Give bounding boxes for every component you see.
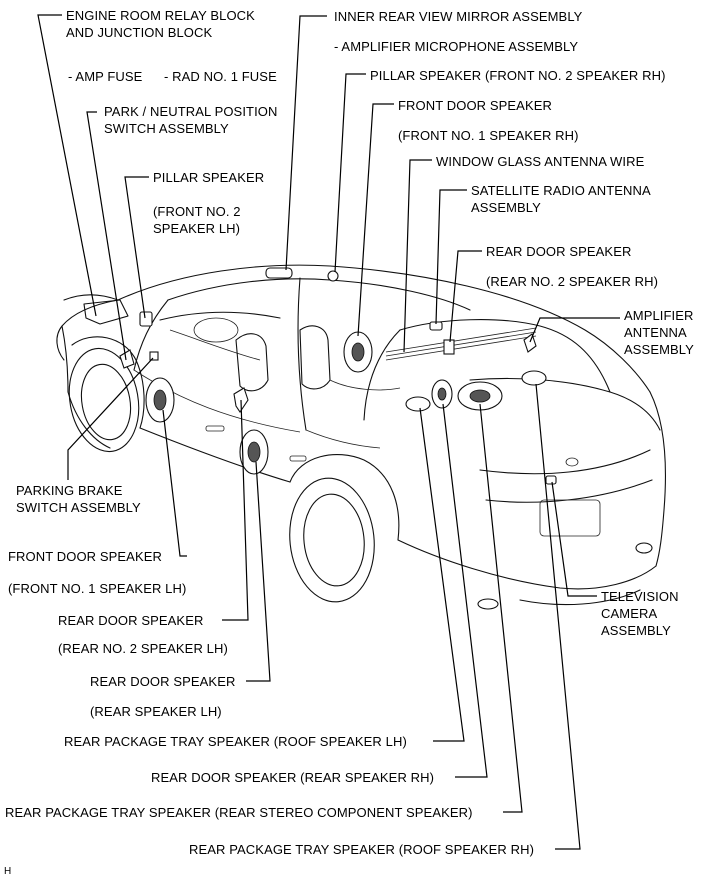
label-tray-stereo-speaker: REAR PACKAGE TRAY SPEAKER (REAR STEREO C… [5, 805, 473, 820]
label-park-neutral-switch: PARK / NEUTRAL POSITION SWITCH ASSEMBLY [104, 104, 278, 136]
label-inner-mirror: INNER REAR VIEW MIRROR ASSEMBLY [334, 9, 583, 24]
label-amplifier-antenna: AMPLIFIER ANTENNA ASSEMBLY [624, 308, 694, 357]
label-rear-door-speaker-rh2: REAR DOOR SPEAKER (REAR SPEAKER RH) [151, 770, 435, 785]
car-body-outline [56, 264, 667, 610]
label-front-door-speaker-rh-sub: (FRONT NO. 1 SPEAKER RH) [398, 128, 579, 143]
label-window-antenna: WINDOW GLASS ANTENNA WIRE [436, 154, 645, 169]
leader-lines [37, 14, 620, 850]
components [83, 267, 557, 485]
label-front-door-speaker-lh-sub: (FRONT NO. 1 SPEAKER LH) [8, 581, 187, 596]
figure-id: H [4, 866, 12, 877]
label-rad-fuse: - RAD NO. 1 FUSE [164, 69, 277, 84]
label-pillar-speaker-lh: PILLAR SPEAKER [153, 170, 265, 185]
label-front-door-speaker-lh: FRONT DOOR SPEAKER [8, 549, 162, 564]
label-tray-roof-speaker-lh: REAR PACKAGE TRAY SPEAKER (ROOF SPEAKER … [64, 734, 407, 749]
label-television-camera: TELEVISION CAMERA ASSEMBLY [601, 589, 679, 638]
label-rear-door-speaker-rh-sub: (REAR NO. 2 SPEAKER RH) [486, 274, 659, 289]
label-pillar-speaker-lh-sub: (FRONT NO. 2 SPEAKER LH) [153, 204, 241, 236]
label-pillar-speaker-rh: PILLAR SPEAKER (FRONT NO. 2 SPEAKER RH) [370, 68, 666, 83]
label-rear-door-speaker-rh: REAR DOOR SPEAKER [486, 244, 632, 259]
label-engine-room-relay-block: ENGINE ROOM RELAY BLOCK AND JUNCTION BLO… [66, 8, 255, 40]
label-rear-door-speaker-lh2-sub: (REAR SPEAKER LH) [90, 704, 222, 719]
label-satellite-antenna: SATELLITE RADIO ANTENNA ASSEMBLY [471, 183, 651, 215]
label-amp-fuse: - AMP FUSE [68, 69, 143, 84]
label-tray-roof-speaker-rh: REAR PACKAGE TRAY SPEAKER (ROOF SPEAKER … [189, 842, 535, 857]
label-rear-door-speaker-lh2: REAR DOOR SPEAKER [90, 674, 236, 689]
label-parking-brake-switch: PARKING BRAKE SWITCH ASSEMBLY [16, 483, 141, 515]
label-amp-microphone: - AMPLIFIER MICROPHONE ASSEMBLY [334, 39, 579, 54]
label-front-door-speaker-rh: FRONT DOOR SPEAKER [398, 98, 552, 113]
label-rear-door-speaker-lh: REAR DOOR SPEAKER [58, 613, 204, 628]
interior-lines [133, 277, 401, 462]
label-rear-door-speaker-lh-sub: (REAR NO. 2 SPEAKER LH) [58, 641, 228, 656]
